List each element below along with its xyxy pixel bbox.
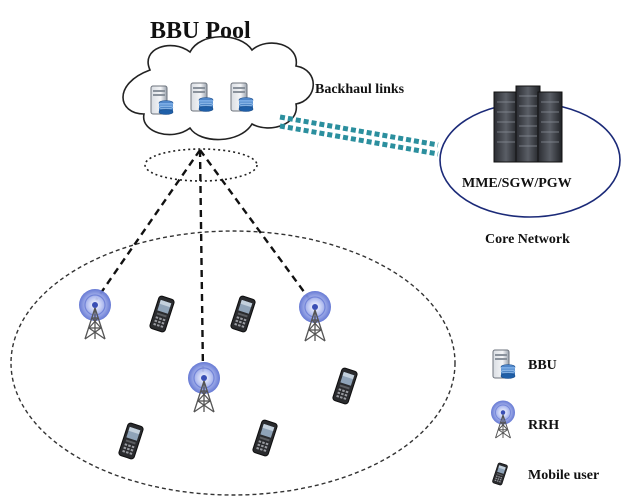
fronthaul-ring — [144, 148, 258, 182]
rrh-coverage-area — [10, 230, 456, 496]
core-gateway-label: MME/SGW/PGW — [462, 176, 572, 191]
core-server-icon — [493, 85, 563, 163]
legend-bbu-icon — [492, 349, 516, 379]
rrh-tower-icon-1 — [78, 288, 112, 340]
legend-mobile-user-label: Mobile user — [528, 468, 600, 483]
mobile-phone-icon-5 — [251, 418, 279, 458]
rrh-tower-icon-2 — [187, 361, 221, 413]
fronthaul-links — [95, 149, 311, 373]
mobile-phone-icon-4 — [117, 421, 145, 461]
legend-bbu-label: BBU — [528, 358, 557, 373]
mobile-phone-icon-3 — [331, 366, 359, 406]
rrh-tower-icon-3 — [298, 290, 332, 342]
legend-rrh-icon — [490, 400, 516, 439]
mobile-phone-icon-1 — [148, 294, 176, 334]
core-network-caption: Core Network — [485, 232, 570, 247]
legend-mobile-icon — [491, 462, 509, 486]
mobile-phone-icon-2 — [229, 294, 257, 334]
backhaul-links-label: Backhaul links — [315, 82, 405, 97]
legend-rrh-label: RRH — [528, 418, 560, 433]
bbu-pool-title: BBU Pool — [150, 18, 251, 44]
backhaul-link — [279, 114, 439, 157]
